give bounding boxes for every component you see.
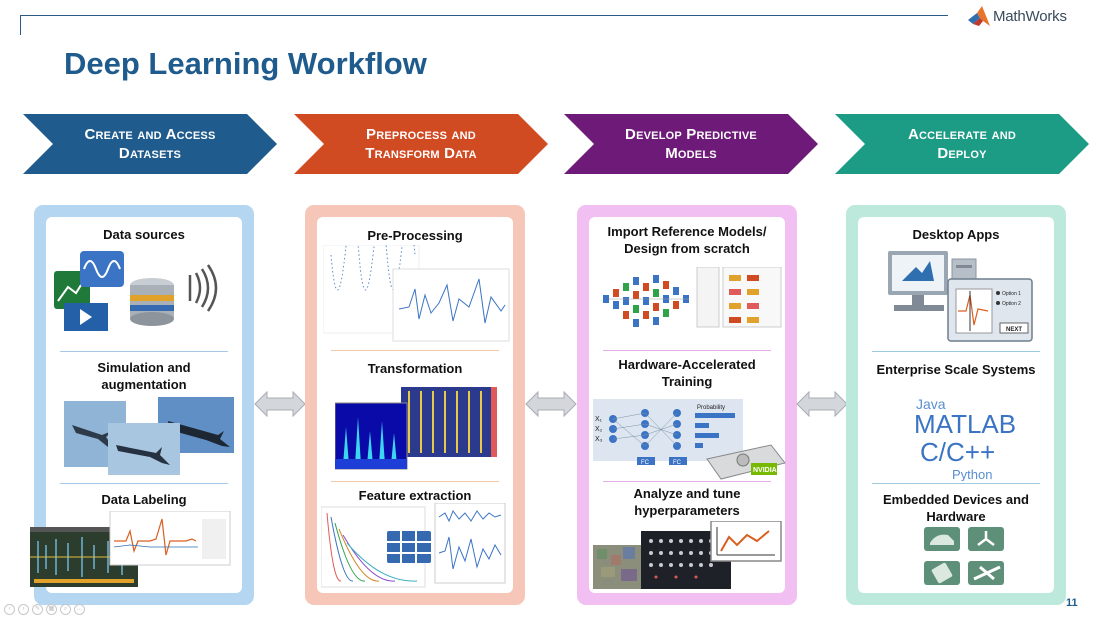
input-label-1: X₁ — [595, 416, 603, 423]
fc-label-1: FC — [641, 460, 650, 466]
workflow-chevrons — [23, 114, 1089, 174]
panel-datasets: Data sources Simulation and augmentation — [30, 205, 254, 605]
panel-deploy: Desktop Apps Option 1 Option 2 NEXT Ente… — [846, 205, 1066, 605]
section-simulation-title: Simulation and augmentation — [97, 360, 191, 392]
zoom-icon[interactable]: ⌕ — [60, 604, 71, 615]
panel-datasets-card: Data sources Simulation and augmentation — [30, 217, 242, 593]
pen-icon[interactable]: ✎ — [32, 604, 43, 615]
step-4-line2: Deploy — [937, 145, 987, 162]
page-title: Deep Learning Workflow — [64, 46, 427, 81]
chevron-step-3-shape — [564, 114, 818, 174]
chevron-step-4-shape — [835, 114, 1089, 174]
section-data-sources-title: Data sources — [103, 227, 185, 242]
hyperparameter-images — [593, 521, 782, 589]
step-1-line2: Datasets — [118, 145, 182, 162]
panel-deploy-card: Desktop Apps Option 1 Option 2 NEXT Ente… — [858, 217, 1054, 593]
lang-matlab: MATLAB — [914, 409, 1016, 439]
next-button-icon — [999, 322, 1029, 334]
arrow-panel-1-2 — [254, 390, 306, 418]
prev-slide-icon[interactable]: ‹ — [4, 604, 15, 615]
embedded-device-icons — [924, 527, 1004, 585]
chevron-step-2-shape — [294, 114, 548, 174]
network-designer-screenshot — [603, 267, 782, 328]
lang-python: Python — [952, 467, 992, 481]
brand-name: MathWorks — [993, 7, 1067, 25]
layer-graph-diagram — [603, 275, 689, 327]
section-labeling-title: Data Labeling — [101, 492, 187, 507]
gpu-card-icon: NVIDIA — [706, 444, 786, 480]
step-1-line1: Create and Access — [84, 126, 216, 143]
divider-5 — [603, 350, 771, 351]
input-label-3: X₃ — [595, 436, 603, 443]
signal-plot — [392, 268, 510, 342]
mathworks-logo: MathWorks — [968, 6, 1067, 26]
section-preprocessing-title: Pre-Processing — [367, 228, 463, 243]
layer-list-panel — [696, 267, 782, 328]
header-rule — [20, 15, 948, 16]
input-label-2: X₂ — [595, 426, 603, 433]
probability-label: Probability — [697, 405, 725, 411]
panel-preprocess: Pre-Processing Transformation — [305, 205, 525, 605]
next-label: NEXT — [1006, 327, 1022, 333]
lang-java: Java — [916, 396, 946, 412]
page-number: 11 — [1066, 597, 1078, 609]
data-sources-icons — [54, 251, 218, 331]
spectrogram-images — [335, 387, 497, 470]
step-3-line1: Develop Predictive — [625, 126, 757, 143]
option-2-label: Option 2 — [1002, 301, 1021, 307]
airplane-photos — [64, 397, 234, 475]
panel-preprocess-card: Pre-Processing Transformation — [317, 217, 513, 593]
section-embedded-title: Embedded Devices and Hardware — [883, 492, 1029, 524]
divider-3 — [331, 350, 499, 351]
panel-models: Import Reference Models/ Design from scr… — [577, 205, 797, 605]
section-hyperparameters-title: Analyze and tune hyperparameters — [633, 486, 741, 518]
divider-7 — [872, 351, 1040, 352]
chevron-step-1-shape — [23, 114, 277, 174]
section-transformation-title: Transformation — [367, 361, 463, 376]
training-diagram: X₁ X₂ X₃ FC FC Probability — [593, 399, 786, 480]
spectrogram-plot-1 — [401, 387, 497, 457]
presentation-toolbar: ‹ › ✎ ▦ ⌕ … — [4, 604, 85, 615]
divider-2 — [60, 483, 228, 484]
preprocessing-plots — [323, 245, 510, 342]
step-3-line2: Models — [665, 145, 717, 162]
more-options-icon[interactable]: … — [74, 604, 85, 615]
membrane-logo-icon — [968, 6, 990, 26]
divider-8 — [872, 483, 1040, 484]
header-rule-tick — [20, 15, 21, 35]
lang-cpp: C/C++ — [920, 437, 995, 467]
panel-models-card: Import Reference Models/ Design from scr… — [589, 217, 786, 593]
option-1-label: Option 1 — [1002, 291, 1021, 297]
arrow-panel-2-3 — [525, 390, 577, 418]
divider-6 — [603, 481, 771, 482]
section-desktop-apps-title: Desktop Apps — [912, 227, 1000, 242]
feature-extraction-plots — [321, 503, 506, 588]
signal-waves-icon — [188, 264, 218, 312]
matlab-logo-icon — [902, 261, 934, 281]
labeling-screenshots — [30, 511, 231, 587]
next-slide-icon[interactable]: › — [18, 604, 29, 615]
table-grid-icon — [387, 531, 431, 563]
arrow-panel-3-4 — [796, 390, 848, 418]
slides-grid-icon[interactable]: ▦ — [46, 604, 57, 615]
tuning-chart-icon — [710, 521, 782, 562]
nvidia-label: NVIDIA — [753, 467, 777, 474]
section-feature-extraction-title: Feature extraction — [358, 488, 472, 503]
section-import-models-title: Import Reference Models/ Design from scr… — [607, 224, 767, 256]
desktop-computer-illustration: Option 1 Option 2 NEXT — [888, 251, 1033, 342]
step-2-line1: Preprocess and — [366, 126, 476, 143]
step-2-line2: Transform Data — [365, 145, 477, 162]
divider-4 — [331, 481, 499, 482]
waveform-tile-icon — [80, 251, 124, 287]
section-training-title: Hardware-Accelerated Training — [618, 357, 756, 389]
divider-1 — [60, 351, 228, 352]
language-word-cloud: Java MATLAB C/C++ Python — [914, 396, 1016, 481]
step-4-line1: Accelerate and — [907, 126, 1017, 143]
section-enterprise-title: Enterprise Scale Systems — [876, 362, 1036, 377]
fc-label-2: FC — [673, 460, 682, 466]
